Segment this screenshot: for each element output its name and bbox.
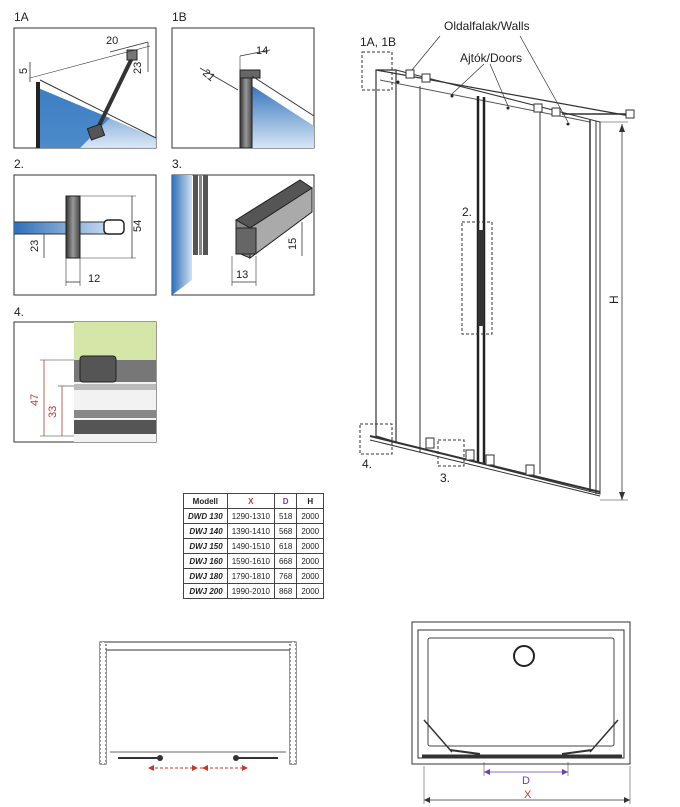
- table-row: DWJ 200 1990-2010 868 2000: [183, 583, 325, 599]
- dim-3-13: 13: [236, 269, 248, 281]
- callout-1a-1b: 1A, 1B: [360, 35, 396, 49]
- cell-x: 1790-1810: [226, 568, 275, 584]
- col-d: D: [273, 493, 298, 509]
- cell-h: 2000: [296, 553, 325, 569]
- plan-view-right: D X: [411, 621, 631, 804]
- detail-panel-3: 3. 13 15: [171, 157, 315, 296]
- table-row: DWJ 180 1790-1810 768 2000: [183, 568, 325, 584]
- col-x: X: [226, 493, 275, 509]
- spec-table-header: Modell X D H: [183, 493, 325, 509]
- cell-x: 1290-1310: [226, 508, 275, 524]
- cell-model: DWJ 150: [183, 538, 228, 554]
- table-row: DWJ 140 1390-1410 568 2000: [183, 523, 325, 539]
- cell-d: 668: [273, 553, 298, 569]
- cell-x: 1390-1410: [226, 523, 275, 539]
- cell-model: DWD 130: [183, 508, 228, 524]
- cell-h: 2000: [296, 508, 325, 524]
- callout-2: 2.: [462, 205, 472, 219]
- dim-1a-5: 5: [18, 68, 30, 74]
- table-row: DWJ 160 1590-1610 668 2000: [183, 553, 325, 569]
- dim-2-54: 54: [132, 220, 144, 232]
- detail-panel-1a: 1A 20 23 5: [13, 10, 157, 149]
- detail-panel-1b: 1B 14 21: [171, 10, 315, 149]
- col-h: H: [296, 493, 325, 509]
- dim-1a-23: 23: [132, 62, 144, 74]
- callout-3: 3.: [440, 471, 450, 485]
- cell-model: DWJ 200: [183, 583, 228, 599]
- dim-4-33: 33: [47, 406, 59, 418]
- plan-view-left: [99, 641, 297, 771]
- panel-1a-label: 1A: [14, 10, 29, 24]
- dim-2-12: 12: [88, 273, 100, 285]
- plan-d-label: D: [522, 775, 530, 787]
- dim-4-47: 47: [29, 394, 41, 406]
- dim-1b-14: 14: [256, 45, 268, 57]
- panel-2-label: 2.: [14, 157, 24, 171]
- cell-h: 2000: [296, 523, 325, 539]
- cell-x: 1490-1510: [226, 538, 275, 554]
- cell-d: 768: [273, 568, 298, 584]
- cell-d: 568: [273, 523, 298, 539]
- col-modell: Modell: [183, 493, 228, 509]
- cell-model: DWJ 140: [183, 523, 228, 539]
- detail-panel-4: 4. 47 33: [13, 305, 157, 443]
- cell-x: 1590-1610: [226, 553, 275, 569]
- dim-1a-20: 20: [106, 35, 118, 47]
- cell-h: 2000: [296, 583, 325, 599]
- plan-x-label: X: [524, 789, 532, 801]
- detail-panel-2: 2. 54 23 12: [13, 157, 157, 296]
- dim-3-15: 15: [287, 238, 299, 250]
- table-row: DWJ 150 1490-1510 618 2000: [183, 538, 325, 554]
- cell-h: 2000: [296, 538, 325, 554]
- cell-model: DWJ 180: [183, 568, 228, 584]
- cell-d: 618: [273, 538, 298, 554]
- panel-1b-label: 1B: [172, 10, 187, 24]
- height-label: H: [607, 295, 621, 304]
- main-perspective-drawing: Oldalfalak/Walls Ajtók/Doors 1A, 1B 2. 3…: [359, 19, 635, 501]
- cell-d: 518: [273, 508, 298, 524]
- cell-h: 2000: [296, 568, 325, 584]
- spec-table: Modell X D H DWD 130 1290-1310 518 2000 …: [183, 493, 325, 599]
- dim-2-23: 23: [29, 240, 41, 252]
- cell-x: 1990-2010: [226, 583, 275, 599]
- doors-label: Ajtók/Doors: [460, 51, 522, 65]
- cell-d: 868: [273, 583, 298, 599]
- callout-4: 4.: [362, 457, 372, 471]
- cell-model: DWJ 160: [183, 553, 228, 569]
- panel-3-label: 3.: [172, 157, 182, 171]
- table-row: DWD 130 1290-1310 518 2000: [183, 508, 325, 524]
- walls-label: Oldalfalak/Walls: [444, 19, 530, 33]
- panel-4-label: 4.: [14, 305, 24, 319]
